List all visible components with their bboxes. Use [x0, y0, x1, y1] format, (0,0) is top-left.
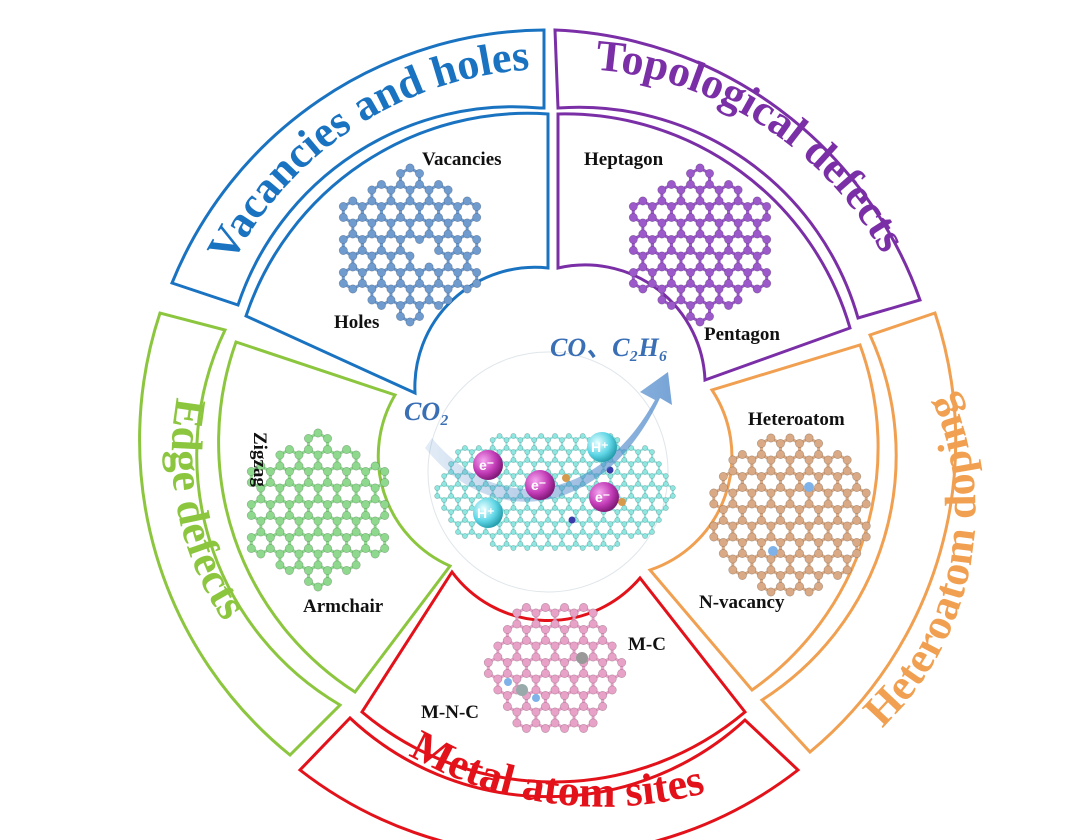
center-scheme: CO₂ CO、C₂H₆ e⁻ e⁻ e⁻ H⁺ H⁺ — [404, 333, 676, 593]
proton-label: H⁺ — [477, 505, 495, 521]
proton-1: H⁺ — [587, 432, 617, 462]
vacancies-lattice-illustration — [338, 163, 482, 327]
label-holes: Holes — [334, 312, 379, 333]
edge-lattice-illustration — [246, 428, 390, 592]
label-zigzag: Zigzag — [249, 432, 270, 487]
proton-2: H⁺ — [473, 498, 503, 528]
label-heptagon: Heptagon — [584, 149, 664, 170]
heteroatom-lattice-illustration — [709, 433, 871, 597]
title-heteroatom: Heteroatom doping — [854, 389, 986, 736]
label-pentagon: Pentagon — [704, 324, 780, 345]
electron-label: e⁻ — [479, 457, 494, 473]
metal-lattice-illustration — [483, 602, 627, 733]
electron-label: e⁻ — [595, 489, 610, 505]
title-metal: Metal atom sites — [403, 720, 708, 816]
reactant-label: CO₂ — [404, 397, 449, 426]
label-n-vacancy: N-vacancy — [699, 592, 785, 613]
title-edge: Edge defects — [162, 396, 257, 628]
segment-edge-frame — [138, 311, 453, 758]
segment-heteroatom-frame — [647, 311, 958, 755]
segment-vacancies-frame — [170, 28, 550, 396]
product-label: CO、C₂H₆ — [550, 333, 668, 362]
topological-lattice-illustration — [628, 163, 772, 327]
electron-3: e⁻ — [589, 482, 619, 512]
label-vacancies: Vacancies — [422, 149, 502, 170]
proton-label: H⁺ — [591, 439, 609, 455]
electron-label: e⁻ — [531, 477, 546, 493]
electron-1: e⁻ — [473, 450, 503, 480]
center-circle — [427, 351, 669, 593]
segment-topological-frame — [553, 28, 922, 383]
label-m-c: M-C — [628, 634, 666, 655]
label-armchair: Armchair — [303, 596, 384, 617]
electron-2: e⁻ — [525, 470, 555, 500]
label-heteroatom: Heteroatom — [748, 409, 845, 430]
label-m-n-c: M-N-C — [421, 702, 479, 723]
